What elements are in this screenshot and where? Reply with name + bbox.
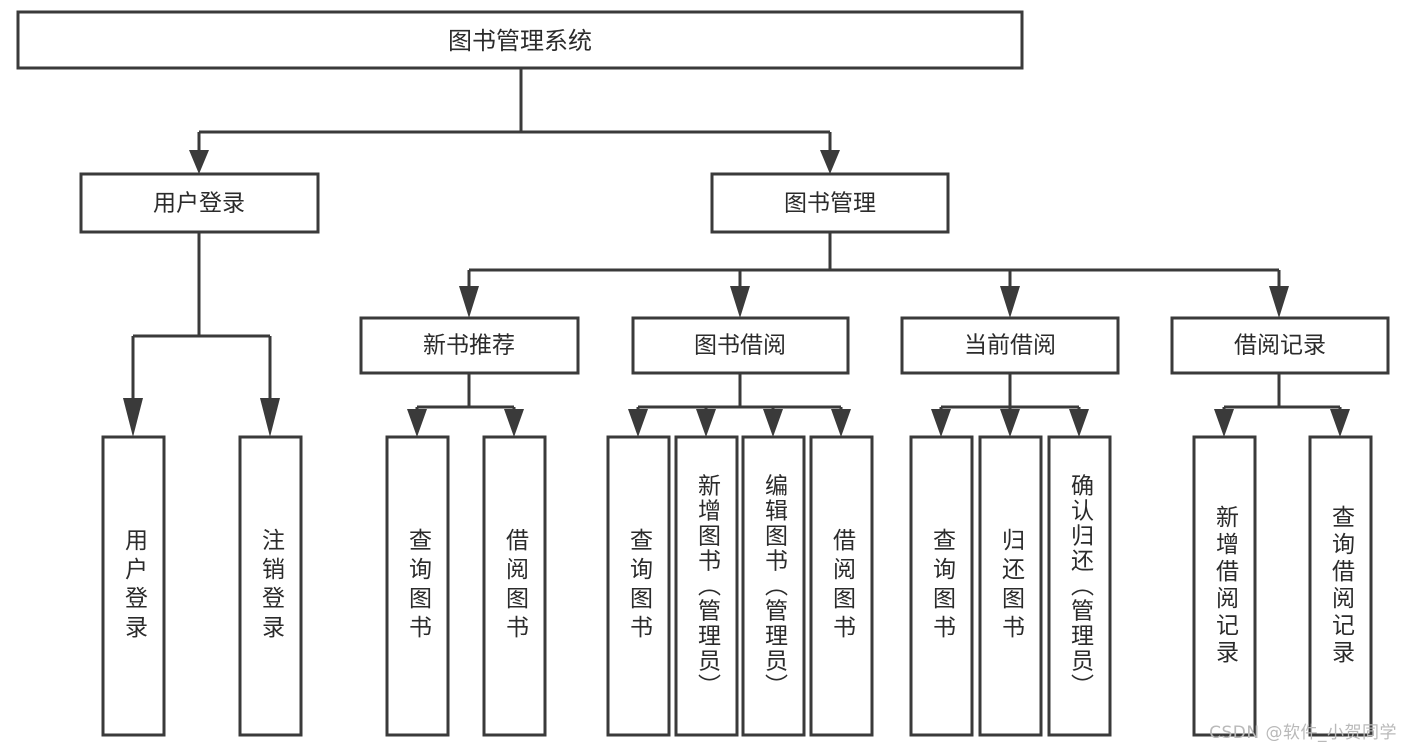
arrow-head-leaf-user-login bbox=[123, 398, 143, 437]
node-leaf-query-book-1-box[interactable] bbox=[385, 435, 450, 737]
node-leaf-query-book-3-label: 查询图书 bbox=[929, 528, 957, 644]
node-new-book-recommend-label: 新书推荐 bbox=[423, 333, 515, 359]
node-leaf-return-book[interactable]: 归还图书 bbox=[978, 435, 1043, 737]
node-borrow-record-label: 借阅记录 bbox=[1234, 333, 1326, 359]
node-new-book-recommend[interactable]: 新书推荐 bbox=[359, 316, 580, 375]
node-current-borrow[interactable]: 当前借阅 bbox=[900, 316, 1120, 375]
node-root-label: 图书管理系统 bbox=[448, 27, 592, 55]
node-user-login[interactable]: 用户登录 bbox=[79, 172, 320, 234]
node-leaf-add-book[interactable]: 新增图书（管理员） bbox=[674, 435, 739, 737]
node-root[interactable]: 图书管理系统 bbox=[16, 10, 1024, 70]
arrow-head-leaf-query-book-3 bbox=[931, 409, 951, 437]
arrow-head-leaf-add-book bbox=[696, 409, 716, 437]
node-leaf-borrow-book-1-label: 借阅图书 bbox=[502, 528, 530, 644]
node-leaf-add-book-label: 新增图书（管理员） bbox=[694, 474, 722, 699]
arrow-head-user-login bbox=[189, 150, 209, 174]
node-leaf-query-book-1[interactable]: 查询图书 bbox=[385, 435, 450, 737]
node-leaf-user-login-label: 用户登录 bbox=[121, 528, 149, 644]
node-user-login-label: 用户登录 bbox=[153, 191, 245, 217]
node-leaf-logout-login[interactable]: 注销登录 bbox=[238, 435, 303, 737]
node-new-book-recommend-box[interactable] bbox=[359, 316, 580, 375]
node-leaf-query-record[interactable]: 查询借阅记录 bbox=[1308, 435, 1373, 737]
node-leaf-confirm-return-label: 确认归还（管理员） bbox=[1067, 474, 1095, 699]
node-leaf-query-book-2[interactable]: 查询图书 bbox=[606, 435, 671, 737]
arrow-head-leaf-borrow-book-2 bbox=[831, 409, 851, 437]
connector-layer bbox=[123, 68, 1350, 437]
node-leaf-borrow-book-2-label: 借阅图书 bbox=[829, 528, 857, 644]
arrow-head-current-borrow bbox=[1000, 286, 1020, 318]
node-leaf-query-book-3-box[interactable] bbox=[909, 435, 974, 737]
arrow-head-leaf-query-record bbox=[1330, 409, 1350, 437]
node-leaf-query-record-box[interactable] bbox=[1308, 435, 1373, 737]
node-book-manage[interactable]: 图书管理 bbox=[710, 172, 950, 234]
node-leaf-query-record-label: 查询借阅记录 bbox=[1328, 505, 1356, 667]
arrow-head-leaf-borrow-book-1 bbox=[504, 409, 524, 437]
node-leaf-edit-book-box[interactable] bbox=[741, 435, 806, 737]
node-leaf-borrow-book-2[interactable]: 借阅图书 bbox=[809, 435, 874, 737]
arrow-head-new-book-recommend bbox=[459, 286, 479, 318]
node-book-borrow-box[interactable] bbox=[631, 316, 850, 375]
node-leaf-query-book-3[interactable]: 查询图书 bbox=[909, 435, 974, 737]
node-leaf-borrow-book-1-box[interactable] bbox=[482, 435, 547, 737]
node-leaf-query-book-1-label: 查询图书 bbox=[405, 528, 433, 644]
arrow-head-leaf-return-book bbox=[1000, 409, 1020, 437]
arrow-head-leaf-query-book-1 bbox=[407, 409, 427, 437]
node-leaf-add-book-box[interactable] bbox=[674, 435, 739, 737]
node-user-login-box[interactable] bbox=[79, 172, 320, 234]
node-leaf-return-book-box[interactable] bbox=[978, 435, 1043, 737]
node-leaf-edit-book[interactable]: 编辑图书（管理员） bbox=[741, 435, 806, 737]
arrow-head-book-borrow bbox=[730, 286, 750, 318]
node-leaf-return-book-label: 归还图书 bbox=[998, 528, 1026, 644]
node-leaf-borrow-book-1[interactable]: 借阅图书 bbox=[482, 435, 547, 737]
node-leaf-user-login[interactable]: 用户登录 bbox=[101, 435, 166, 737]
node-leaf-query-book-2-label: 查询图书 bbox=[626, 528, 654, 644]
node-leaf-confirm-return[interactable]: 确认归还（管理员） bbox=[1047, 435, 1112, 737]
node-leaf-user-login-box[interactable] bbox=[101, 435, 166, 737]
node-book-borrow[interactable]: 图书借阅 bbox=[631, 316, 850, 375]
node-leaf-add-record-label: 新增借阅记录 bbox=[1212, 505, 1240, 667]
arrow-head-borrow-record bbox=[1269, 286, 1289, 318]
node-root-box[interactable] bbox=[16, 10, 1024, 70]
arrow-head-leaf-query-book-2 bbox=[628, 409, 648, 437]
arrow-head-book-manage bbox=[820, 150, 840, 174]
node-current-borrow-box[interactable] bbox=[900, 316, 1120, 375]
arrow-head-leaf-confirm-return bbox=[1069, 409, 1089, 437]
node-book-manage-label: 图书管理 bbox=[784, 191, 876, 217]
arrow-head-leaf-edit-book bbox=[763, 409, 783, 437]
node-leaf-borrow-book-2-box[interactable] bbox=[809, 435, 874, 737]
node-leaf-add-record[interactable]: 新增借阅记录 bbox=[1192, 435, 1257, 737]
node-leaf-edit-book-label: 编辑图书（管理员） bbox=[761, 474, 789, 699]
arrow-head-leaf-logout-login bbox=[260, 398, 280, 437]
arrow-head-leaf-add-record bbox=[1214, 409, 1234, 437]
node-leaf-confirm-return-box[interactable] bbox=[1047, 435, 1112, 737]
node-leaf-logout-login-box[interactable] bbox=[238, 435, 303, 737]
node-book-borrow-label: 图书借阅 bbox=[694, 333, 786, 359]
node-leaf-logout-login-label: 注销登录 bbox=[258, 528, 286, 644]
node-borrow-record-box[interactable] bbox=[1170, 316, 1390, 375]
node-leaf-query-book-2-box[interactable] bbox=[606, 435, 671, 737]
node-current-borrow-label: 当前借阅 bbox=[964, 333, 1056, 359]
node-book-manage-box[interactable] bbox=[710, 172, 950, 234]
node-borrow-record[interactable]: 借阅记录 bbox=[1170, 316, 1390, 375]
node-leaf-add-record-box[interactable] bbox=[1192, 435, 1257, 737]
